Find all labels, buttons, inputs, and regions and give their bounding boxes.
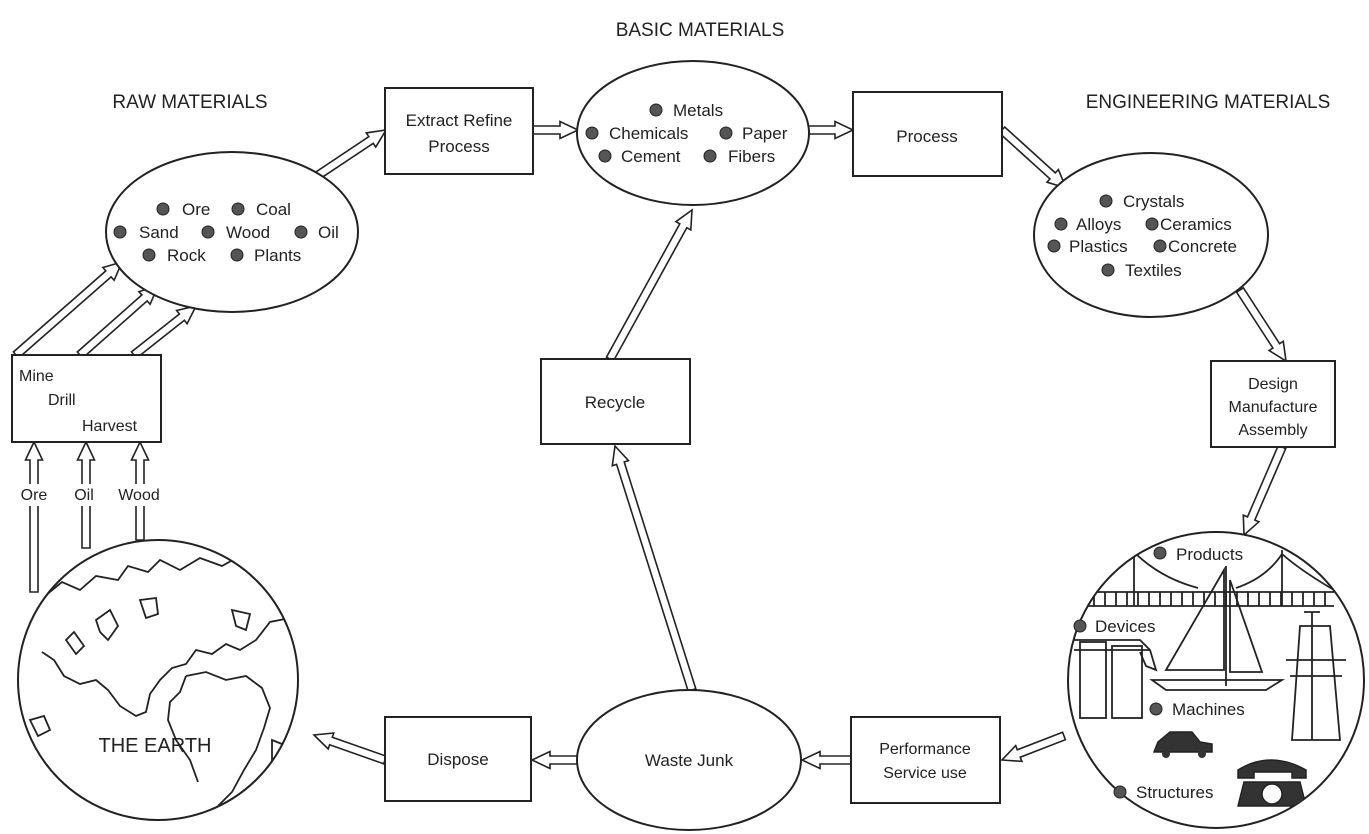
wood-label-bg (108, 484, 168, 506)
raw-materials-header: RAW MATERIALS (112, 92, 267, 113)
arrow-mine-to-raw-1 (12, 260, 124, 360)
arrow-waste-to-recycle (611, 444, 697, 693)
arrow-waste-to-dispose (530, 750, 579, 770)
product-item-structures: Structures (1136, 783, 1213, 802)
performance-box (850, 716, 1001, 804)
process-box (852, 91, 1003, 177)
earth-arrow-label-oil: Oil (74, 487, 94, 504)
basic-item-cement: Cement (621, 147, 681, 166)
product-item-devices: Devices (1095, 617, 1155, 636)
raw-item-rock: Rock (167, 246, 206, 265)
basic-item-chemicals: Chemicals (609, 124, 688, 143)
products-bullet (1153, 546, 1167, 560)
basic-materials-list: Metals Chemicals Paper Cement Fibers (585, 101, 788, 166)
machines-bullet (1149, 702, 1163, 716)
earth-continents (28, 554, 298, 807)
mine-label: Mine (19, 368, 54, 385)
products-circle: Products Devices Machines Structures (1067, 531, 1365, 829)
service-use-label: Service use (883, 765, 967, 782)
eng-item-textiles: Textiles (1125, 261, 1182, 280)
arrow-extract-to-basic (532, 120, 580, 140)
tower-drawing (1286, 611, 1346, 741)
assembly-label: Assembly (1238, 422, 1307, 439)
design-label: Design (1248, 376, 1298, 393)
sailboat-drawing (1149, 566, 1286, 691)
drill-label: Drill (48, 392, 76, 409)
raw-item-plants: Plants (254, 246, 301, 265)
devices-bullet (1073, 619, 1087, 633)
basic-item-fibers: Fibers (728, 147, 775, 166)
arrow-performance-to-waste (800, 750, 852, 770)
earth-globe: THE EARTH (17, 539, 299, 821)
raw-item-coal: Coal (256, 200, 291, 219)
waste-junk-ellipse (576, 689, 802, 831)
arrow-engineering-to-design (1235, 286, 1288, 363)
eng-item-concrete: Concrete (1168, 237, 1237, 256)
extract-refine-box (384, 87, 534, 175)
raw-materials-list: Ore Coal Sand Wood Oil Rock Plants (113, 200, 339, 265)
engineering-materials-header: ENGINEERING MATERIALS (1086, 92, 1331, 113)
product-item-machines: Machines (1172, 700, 1245, 719)
flow-arrows (12, 120, 1288, 770)
eng-item-ceramics: Ceramics (1160, 215, 1232, 234)
raw-item-ore: Ore (182, 200, 210, 219)
manufacture-label: Manufacture (1229, 399, 1318, 416)
arrow-design-to-products (1242, 444, 1287, 537)
device-drawing (1074, 639, 1158, 719)
arrow-recycle-to-basic (605, 208, 693, 362)
structures-bullet (1113, 785, 1127, 799)
earth-label: THE EARTH (99, 735, 212, 757)
engineering-materials-ellipse (1033, 152, 1269, 318)
harvest-label: Harvest (82, 418, 138, 435)
basic-item-metals: Metals (673, 101, 723, 120)
recycle-box (540, 358, 691, 445)
recycle-label: Recycle (585, 393, 645, 412)
arrow-dispose-to-earth (312, 732, 388, 765)
raw-item-oil: Oil (318, 223, 339, 242)
waste-junk-label: Waste Junk (645, 751, 734, 770)
earth-arrow-label-wood: Wood (118, 487, 160, 504)
extract-process-label: Process (428, 137, 489, 156)
arrow-earth-to-mine-ore (24, 440, 44, 593)
extract-refine-label: Extract Refine (406, 111, 513, 130)
raw-item-sand: Sand (139, 223, 179, 242)
engineering-materials-list: Crystals Alloys Ceramics Plastics Concre… (1047, 192, 1237, 280)
arrow-raw-to-extract (310, 128, 388, 183)
basic-item-paper: Paper (742, 124, 788, 143)
raw-item-wood: Wood (226, 223, 270, 242)
design-box (1210, 360, 1336, 448)
ore-label-bg (13, 484, 55, 506)
dispose-box (384, 716, 532, 802)
basic-materials-header: BASIC MATERIALS (616, 20, 785, 41)
earth-arrow-label-ore: Ore (21, 487, 48, 504)
dispose-label: Dispose (427, 750, 488, 769)
eng-item-crystals: Crystals (1123, 192, 1184, 211)
performance-label: Performance (879, 741, 971, 758)
oil-label-bg (68, 484, 100, 506)
basic-materials-ellipse (576, 60, 810, 206)
arrow-products-to-performance (1000, 731, 1067, 763)
arrow-mine-to-raw-3 (130, 304, 198, 360)
product-item-products: Products (1176, 545, 1243, 564)
process-label: Process (896, 127, 957, 146)
arrow-process-to-engineering (998, 125, 1068, 190)
raw-materials-ellipse (105, 151, 359, 313)
car-drawing (1152, 731, 1213, 758)
products-illustration (1074, 548, 1346, 807)
telephone-drawing (1237, 759, 1307, 807)
arrow-basic-to-process (807, 120, 855, 140)
eng-item-alloys: Alloys (1076, 215, 1121, 234)
eng-item-plastics: Plastics (1069, 237, 1128, 256)
mine-drill-harvest-box (11, 354, 162, 443)
